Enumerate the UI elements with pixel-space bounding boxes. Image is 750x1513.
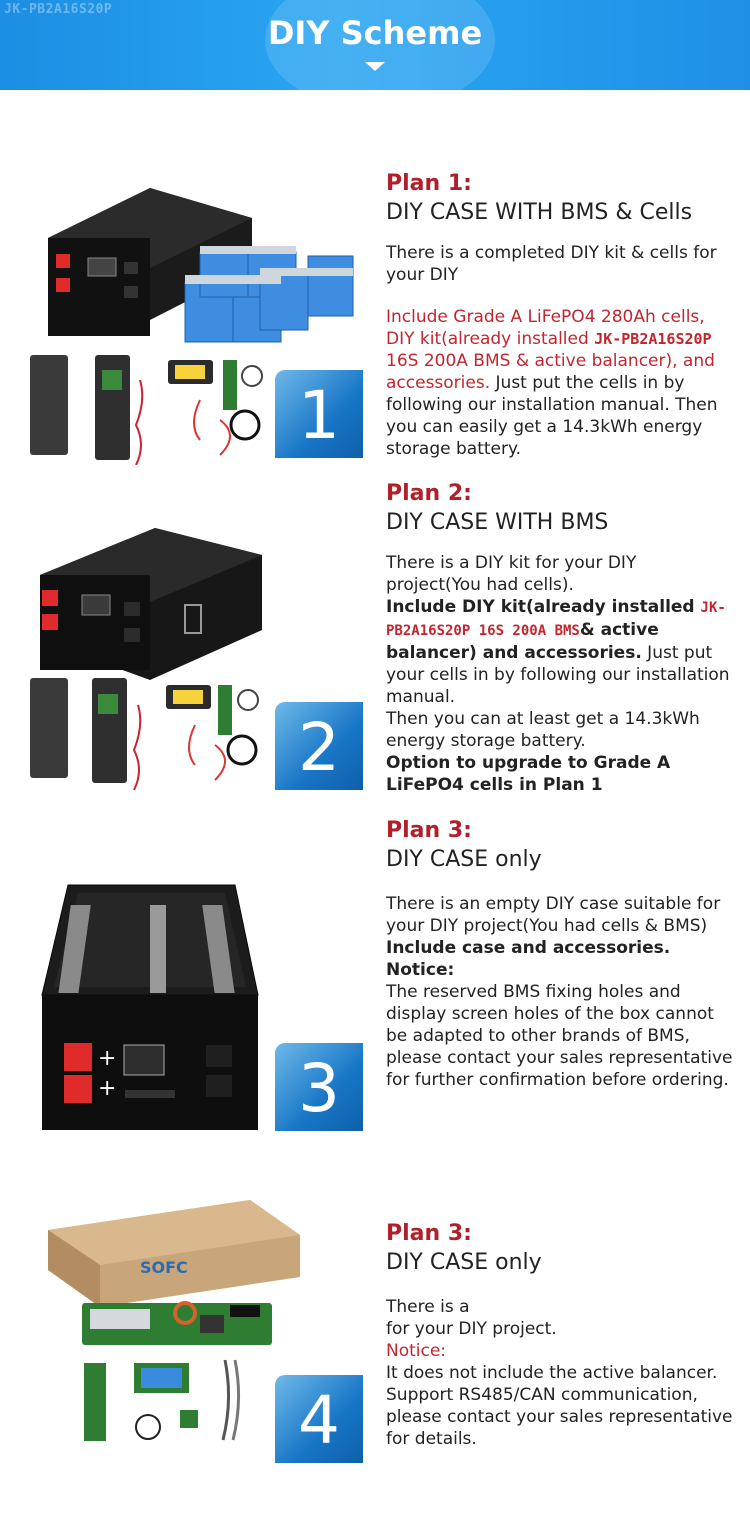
svg-text:+: + [98,1046,116,1071]
plan-3-text: Plan 3: DIY CASE only There is an empty … [386,817,736,1091]
plan-1-product-image [30,188,354,465]
plan-2-model: JK-PB2A16S20P 16S 200A BMS [386,600,726,639]
plan-1-text: Plan 1: DIY CASE WITH BMS & Cells There … [386,170,736,460]
page-title: DIY Scheme [267,14,483,52]
plan-4-notice: Notice: [386,1341,447,1361]
plan-3-rest: The reserved BMS fixing holes and displa… [386,982,733,1090]
plan-3-section: + + 3 Plan 3: DIY CASE only There is an … [0,815,750,1135]
plan-4-text: Plan 3: DIY CASE only There is a for you… [386,1220,736,1450]
plan-1-description: Include Grade A LiFePO4 280Ah cells, DIY… [386,306,736,460]
plan-2-intro: There is a DIY kit for your DIY project(… [386,553,637,595]
plan-2-bold-2: & active balancer) and accessories. [386,620,659,663]
plan-2-subtitle: DIY CASE WITH BMS [386,510,609,535]
plan-4-rest-2: Support RS485/CAN communication, please … [386,1385,733,1449]
plan-1-title: Plan 1: [386,171,472,196]
plan-1-rest: Just put the cells in by following our i… [386,373,718,459]
plan-3-include: Include case and accessories. [386,938,671,958]
plan-1-red-text-2: 16S 200A BMS & active balancer), and acc… [386,351,715,393]
plan-3-product-image: + + [41,884,259,1130]
plan-3-intro: There is an empty DIY case suitable for … [386,894,721,936]
plan-1-red-text: Include Grade A LiFePO4 280Ah cells, DIY… [386,307,705,349]
plan-2-bold-1: Include DIY kit(already installed [386,597,701,617]
plan-2-line: Then you can at least get a 14.3kWh ener… [386,709,700,751]
plan-4-subtitle: DIY CASE only [386,1250,542,1275]
plan-4-title: Plan 3: [386,1221,472,1246]
svg-text:+: + [98,1076,116,1101]
plan-2-text: Plan 2: DIY CASE WITH BMS There is a DIY… [386,480,736,796]
plan-4-rest-1: It does not include the active balancer. [386,1363,718,1383]
plan-3-notice: Notice: [386,960,455,980]
watermark: JK-PB2A16S20P [4,2,113,17]
plan-3-title: Plan 3: [386,818,472,843]
plan-4-number-badge: 4 [275,1375,363,1463]
plan-2-title: Plan 2: [386,481,472,506]
plan-4-intro-2: for your DIY project. [386,1319,557,1339]
plan-2-description: Include DIY kit(already installed JK-PB2… [386,596,736,708]
header-banner: JK-PB2A16S20P DIY Scheme [0,0,750,90]
chevron-down-icon [365,62,385,71]
plan-4-intro-1: There is a [386,1297,470,1317]
plan-1-intro: There is a completed DIY kit & cells for… [386,243,717,285]
plan-2-rest: Just put your cells in by following our … [386,643,730,707]
plan-2-section: 2 Plan 2: DIY CASE WITH BMS There is a D… [0,480,750,800]
plan-2-upgrade: Option to upgrade to Grade A LiFePO4 cel… [386,753,671,795]
plan-1-section: 1 Plan 1: DIY CASE WITH BMS & Cells Ther… [0,160,750,470]
plan-1-model: JK-PB2A16S20P [594,330,712,348]
plan-1-subtitle: DIY CASE WITH BMS & Cells [386,200,693,225]
plan-4-section: SOFC 4 Plan 3: DIY CASE only There is a … [0,1190,750,1490]
plan-3-number-badge: 3 [275,1043,363,1131]
plan-4-product-image: SOFC [48,1200,300,1441]
plan-2-product-image [30,528,262,791]
header-glow [265,0,495,90]
plan-2-number-badge: 2 [275,702,363,790]
plan-1-number-badge: 1 [275,370,363,458]
plan-4-box-logo: SOFC [140,1258,188,1277]
plan-3-subtitle: DIY CASE only [386,847,542,872]
